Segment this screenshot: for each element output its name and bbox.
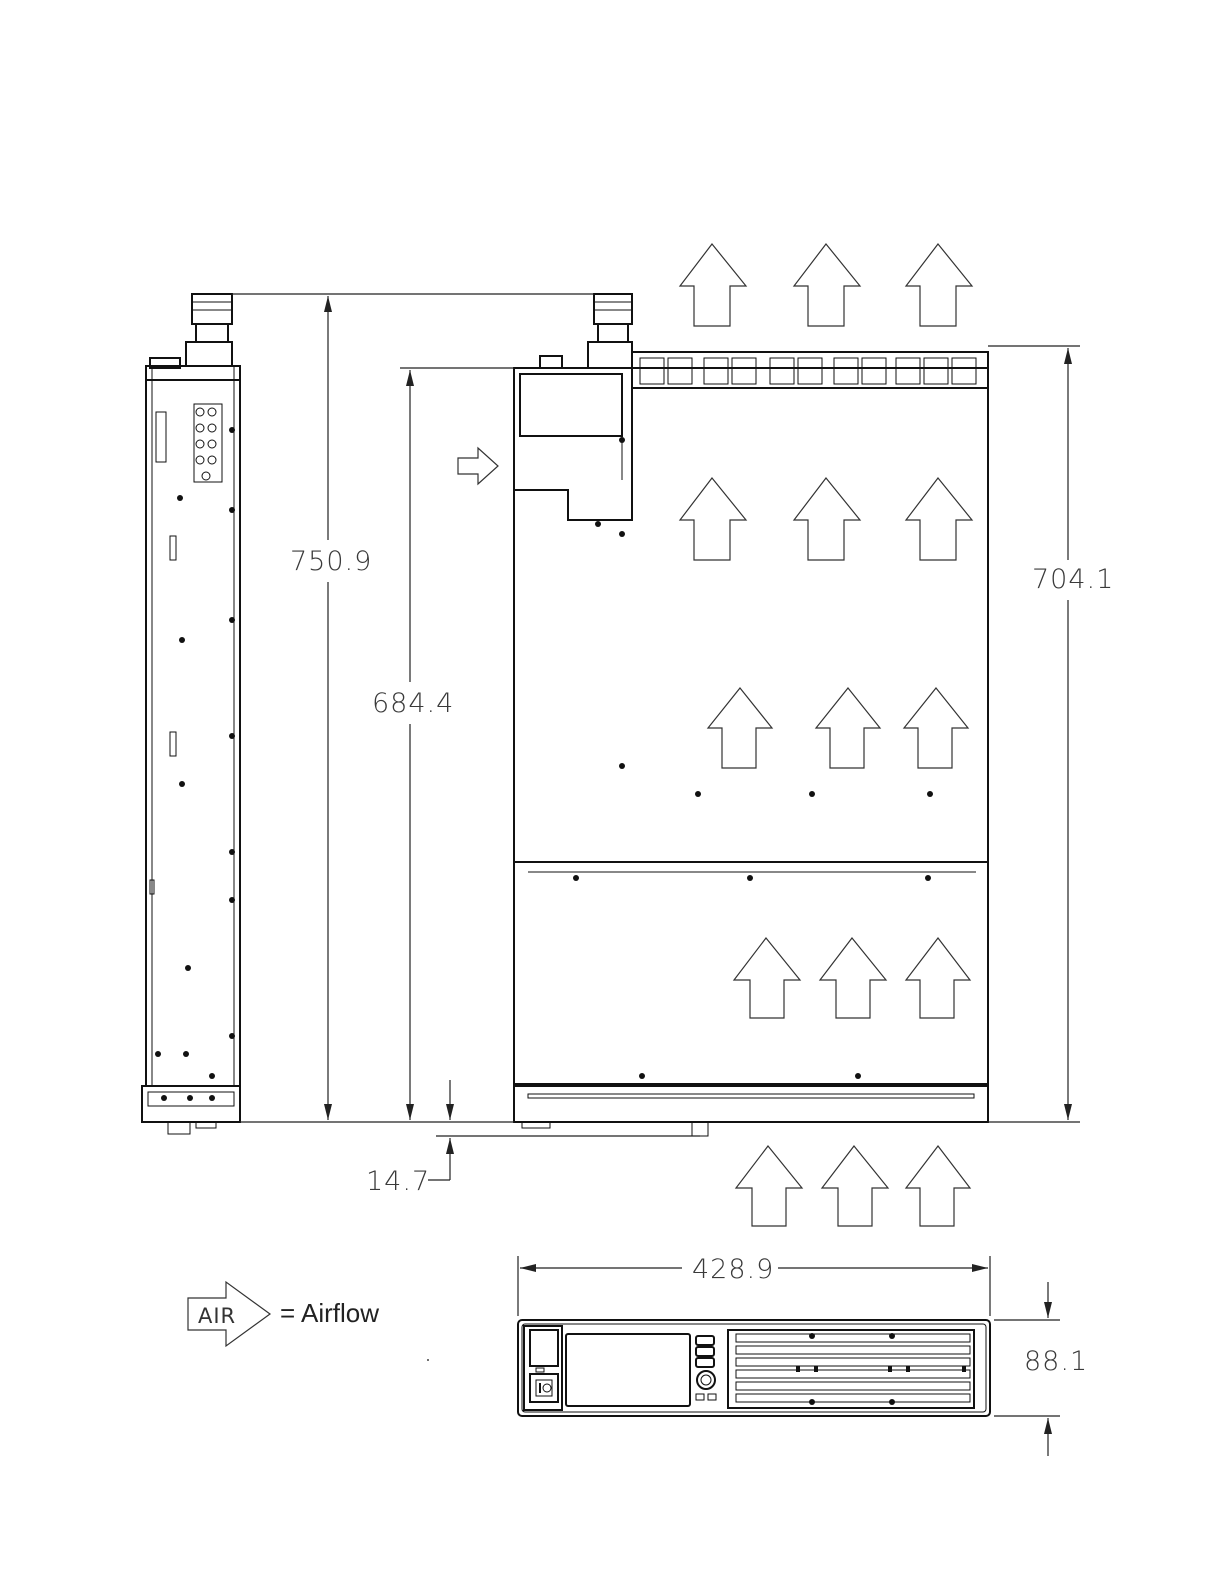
side-view <box>142 294 240 1134</box>
side-view-screws <box>155 427 235 1079</box>
dim-height: 88.1 <box>1024 1346 1088 1377</box>
side-view-front-plate <box>142 1086 240 1122</box>
side-view-vent-pattern <box>156 404 222 482</box>
dim-right-depth: 704.1 <box>1032 564 1114 595</box>
airflow-arrow-row-front <box>736 1146 970 1226</box>
dim-width: 428.9 <box>692 1254 774 1285</box>
dim-overall-depth: 750.9 <box>290 546 372 577</box>
legend-box-label: AIR <box>198 1304 236 1328</box>
airflow-arrow-row-lower <box>734 938 970 1018</box>
airflow-arrows <box>458 244 972 1226</box>
side-view-top-connector <box>150 294 232 368</box>
airflow-arrow-row-rear <box>680 244 972 326</box>
front-view-button-1 <box>696 1336 714 1345</box>
top-view-top-connector <box>540 294 632 368</box>
side-view-body <box>146 366 240 1086</box>
legend: AIR = Airflow <box>188 1282 379 1346</box>
front-view-grille <box>728 1330 974 1408</box>
dimension-lines <box>232 294 1080 1456</box>
top-view-rear-terminals <box>632 352 988 388</box>
power-switch-icon <box>530 1374 558 1402</box>
airflow-arrow-row-middle <box>708 688 968 768</box>
top-view-front-bezel <box>514 1086 988 1122</box>
front-view-knob-icon <box>697 1371 715 1389</box>
front-view-button-3 <box>696 1358 714 1367</box>
airflow-arrow-side-inlet <box>458 448 498 484</box>
top-view-inlet-module <box>514 374 632 520</box>
legend-description: = Airflow <box>280 1298 379 1328</box>
dim-front-offset: 14.7 <box>366 1166 430 1197</box>
airflow-arrow-row-upper <box>680 478 972 560</box>
front-view <box>518 1320 990 1416</box>
dim-chassis-depth: 684.4 <box>372 688 454 719</box>
front-view-display <box>566 1334 690 1406</box>
front-view-button-2 <box>696 1347 714 1356</box>
